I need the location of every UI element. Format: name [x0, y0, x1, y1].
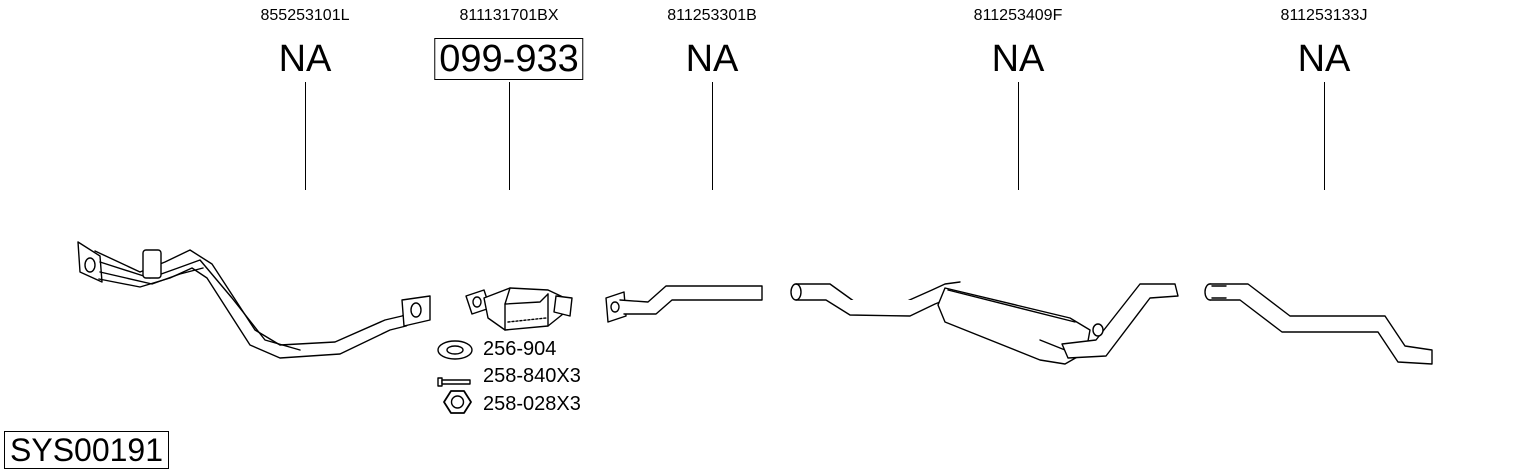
muffler-drawing [790, 281, 1179, 365]
part-code: 811131701BX [459, 7, 559, 24]
part-ref: NA [278, 38, 332, 80]
gasket-ring-icon [437, 340, 473, 360]
leader-line [1324, 82, 1325, 190]
accessory-label-bolt: 258-840X3 [483, 365, 581, 387]
part-code: 811253301B [667, 7, 757, 24]
leader-line [305, 82, 306, 190]
system-id-label: SYS00191 [4, 431, 170, 469]
tail-pipe-drawing [1204, 283, 1433, 365]
intermediate-pipe-drawing [605, 285, 763, 323]
part-ref: NA [685, 38, 739, 80]
accessory-label-gasket: 256-904 [483, 338, 557, 360]
front-pipe-drawing [77, 241, 431, 359]
part-code: 811253409F [973, 7, 1063, 24]
leader-line [712, 82, 713, 190]
part-ref-boxed[interactable]: 099-933 [434, 38, 584, 80]
part-ref: NA [991, 38, 1045, 80]
hex-nut-icon [443, 390, 472, 414]
bolt-icon [437, 377, 471, 387]
accessory-label-nut: 258-028X3 [483, 393, 581, 415]
leader-line [1018, 82, 1019, 190]
part-code: 855253101L [260, 7, 350, 24]
leader-line [509, 82, 510, 190]
part-ref: NA [1297, 38, 1351, 80]
part-code: 811253133J [1280, 7, 1368, 24]
catalytic-converter-drawing [465, 287, 573, 331]
